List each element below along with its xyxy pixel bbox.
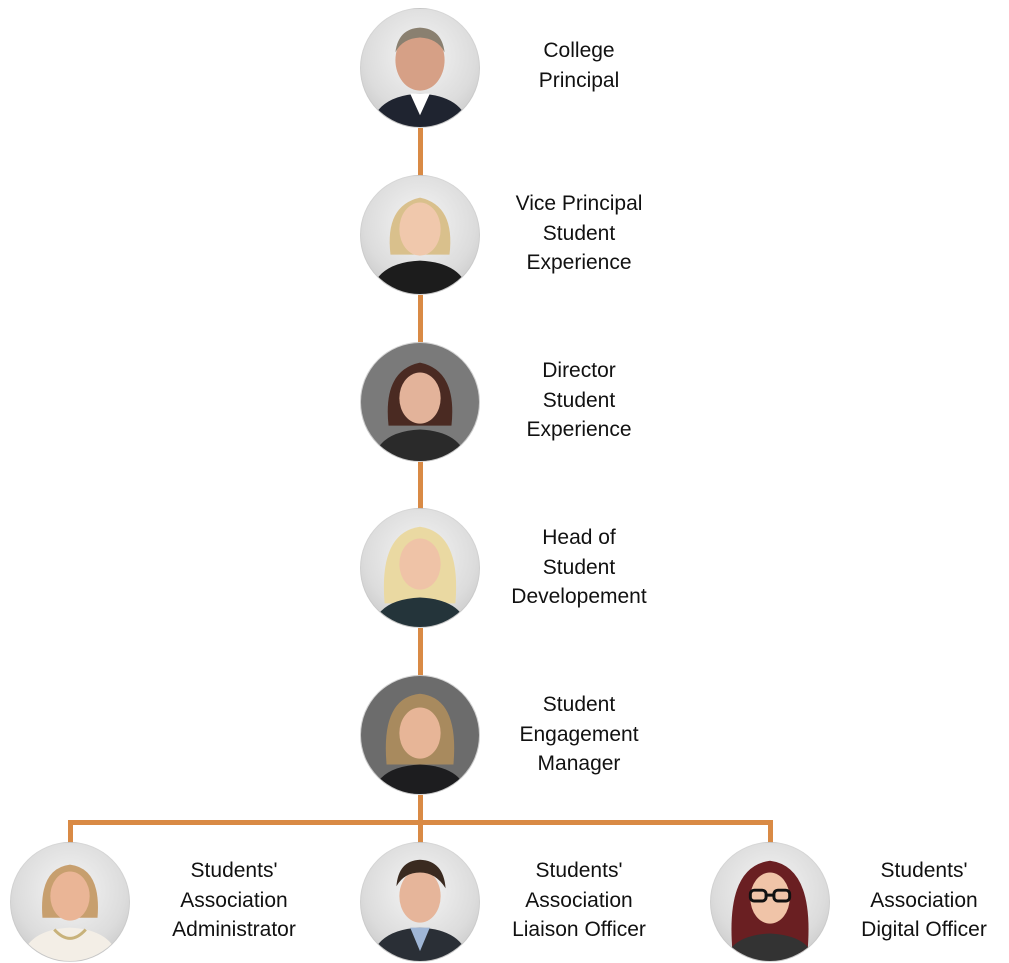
director-avatar bbox=[360, 342, 480, 462]
title-line: Administrator bbox=[172, 918, 296, 941]
title-line: Students' bbox=[880, 859, 968, 882]
title-line: Experience bbox=[526, 251, 632, 274]
title-line: College bbox=[543, 39, 615, 62]
person-avatar-icon bbox=[20, 864, 120, 961]
head-of-development-avatar bbox=[360, 508, 480, 628]
title-line: Head of bbox=[542, 526, 616, 549]
person-avatar-icon bbox=[372, 526, 468, 627]
title-line: Student bbox=[542, 221, 616, 245]
association-administrator-avatar bbox=[10, 842, 130, 962]
association-digital-officer-avatar bbox=[710, 842, 830, 962]
director-title: Director Student Experience bbox=[494, 356, 664, 445]
title-line: Developement bbox=[511, 585, 647, 608]
title-line: Director bbox=[542, 359, 616, 382]
college-principal-avatar bbox=[360, 8, 480, 128]
person-avatar-icon bbox=[370, 27, 470, 127]
title-line: Association bbox=[870, 888, 978, 912]
association-administrator-title: Students' Association Administrator bbox=[149, 856, 319, 945]
title-line: Vice Principal bbox=[515, 192, 643, 215]
title-line: Engagement bbox=[519, 722, 639, 746]
engagement-manager-avatar bbox=[360, 675, 480, 795]
college-principal-title: College Principal bbox=[494, 36, 664, 95]
person-avatar-icon bbox=[361, 343, 479, 461]
title-line: Association bbox=[180, 888, 288, 912]
title-line: Manager bbox=[537, 752, 621, 775]
person-avatar-icon bbox=[724, 860, 816, 961]
connector-director-to-head bbox=[418, 461, 423, 509]
connector-to-liaison-officer bbox=[418, 820, 423, 844]
title-line: Principal bbox=[538, 68, 620, 92]
title-line: Digital Officer bbox=[861, 918, 987, 941]
connector-to-administrator bbox=[68, 820, 73, 844]
person-avatar-icon bbox=[361, 676, 479, 794]
title-line: Students' bbox=[535, 859, 623, 882]
title-line: Student bbox=[542, 388, 616, 412]
engagement-manager-title: Student Engagement Manager bbox=[494, 690, 664, 779]
person-avatar-icon bbox=[370, 197, 470, 294]
title-line: Students' bbox=[190, 859, 278, 882]
connector-principal-to-vice bbox=[418, 128, 423, 176]
connector-vice-to-director bbox=[418, 295, 423, 343]
title-line: Association bbox=[525, 888, 633, 912]
association-liaison-officer-title: Students' Association Liaison Officer bbox=[494, 856, 664, 945]
connector-to-digital-officer bbox=[768, 820, 773, 844]
title-line: Student bbox=[542, 555, 616, 579]
connector-head-to-manager bbox=[418, 628, 423, 676]
vice-principal-title: Vice Principal Student Experience bbox=[494, 189, 664, 278]
association-liaison-officer-avatar bbox=[360, 842, 480, 962]
association-digital-officer-title: Students' Association Digital Officer bbox=[839, 856, 1009, 945]
vice-principal-avatar bbox=[360, 175, 480, 295]
title-line: Student bbox=[542, 693, 616, 716]
title-line: Experience bbox=[526, 418, 632, 441]
head-of-development-title: Head of Student Developement bbox=[494, 523, 664, 612]
person-avatar-icon bbox=[370, 859, 470, 961]
title-line: Liaison Officer bbox=[512, 918, 646, 941]
connector-manager-trunk bbox=[418, 795, 423, 825]
